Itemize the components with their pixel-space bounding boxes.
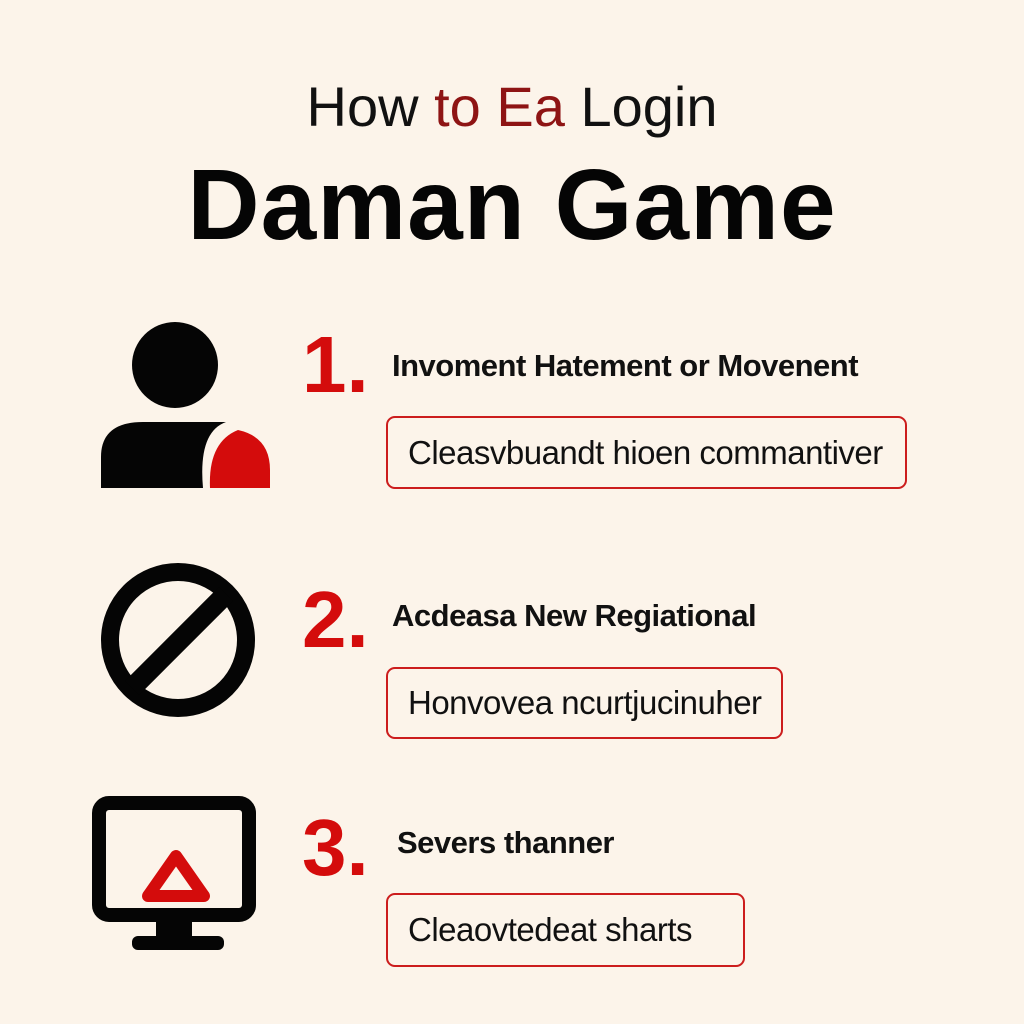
step-box-3[interactable]: Cleaovtedeat sharts bbox=[386, 893, 745, 967]
step-number-2: 2. bbox=[302, 575, 369, 664]
user-icon bbox=[98, 322, 273, 492]
prohibited-icon bbox=[98, 560, 263, 720]
page-title: Daman Game bbox=[187, 149, 837, 261]
subtitle-part-1: How bbox=[306, 75, 435, 138]
step-title-3: Severs thanner bbox=[397, 825, 615, 860]
step-title-2: Acdeasa New Regiational bbox=[392, 598, 757, 633]
step-box-text-3: Cleaovtedeat sharts bbox=[408, 911, 693, 948]
step-box-2[interactable]: Honvovea ncurtjucinuher bbox=[386, 667, 783, 739]
step-box-text-2: Honvovea ncurtjucinuher bbox=[408, 684, 762, 721]
step-number-3: 3. bbox=[302, 803, 369, 892]
step-box-text-1: Cleasvbuandt hioen commantiver bbox=[408, 433, 883, 471]
step-box-1[interactable]: Cleasvbuandt hioen commantiver bbox=[386, 416, 907, 489]
subtitle: How to Ea Login bbox=[0, 74, 1024, 139]
subtitle-part-2: to Ea bbox=[434, 75, 565, 138]
step-number-1: 1. bbox=[302, 320, 369, 409]
monitor-warning-icon bbox=[92, 796, 262, 956]
subtitle-part-3: Login bbox=[564, 75, 718, 138]
step-title-1: Invoment Hatement or Movenent bbox=[392, 348, 859, 383]
